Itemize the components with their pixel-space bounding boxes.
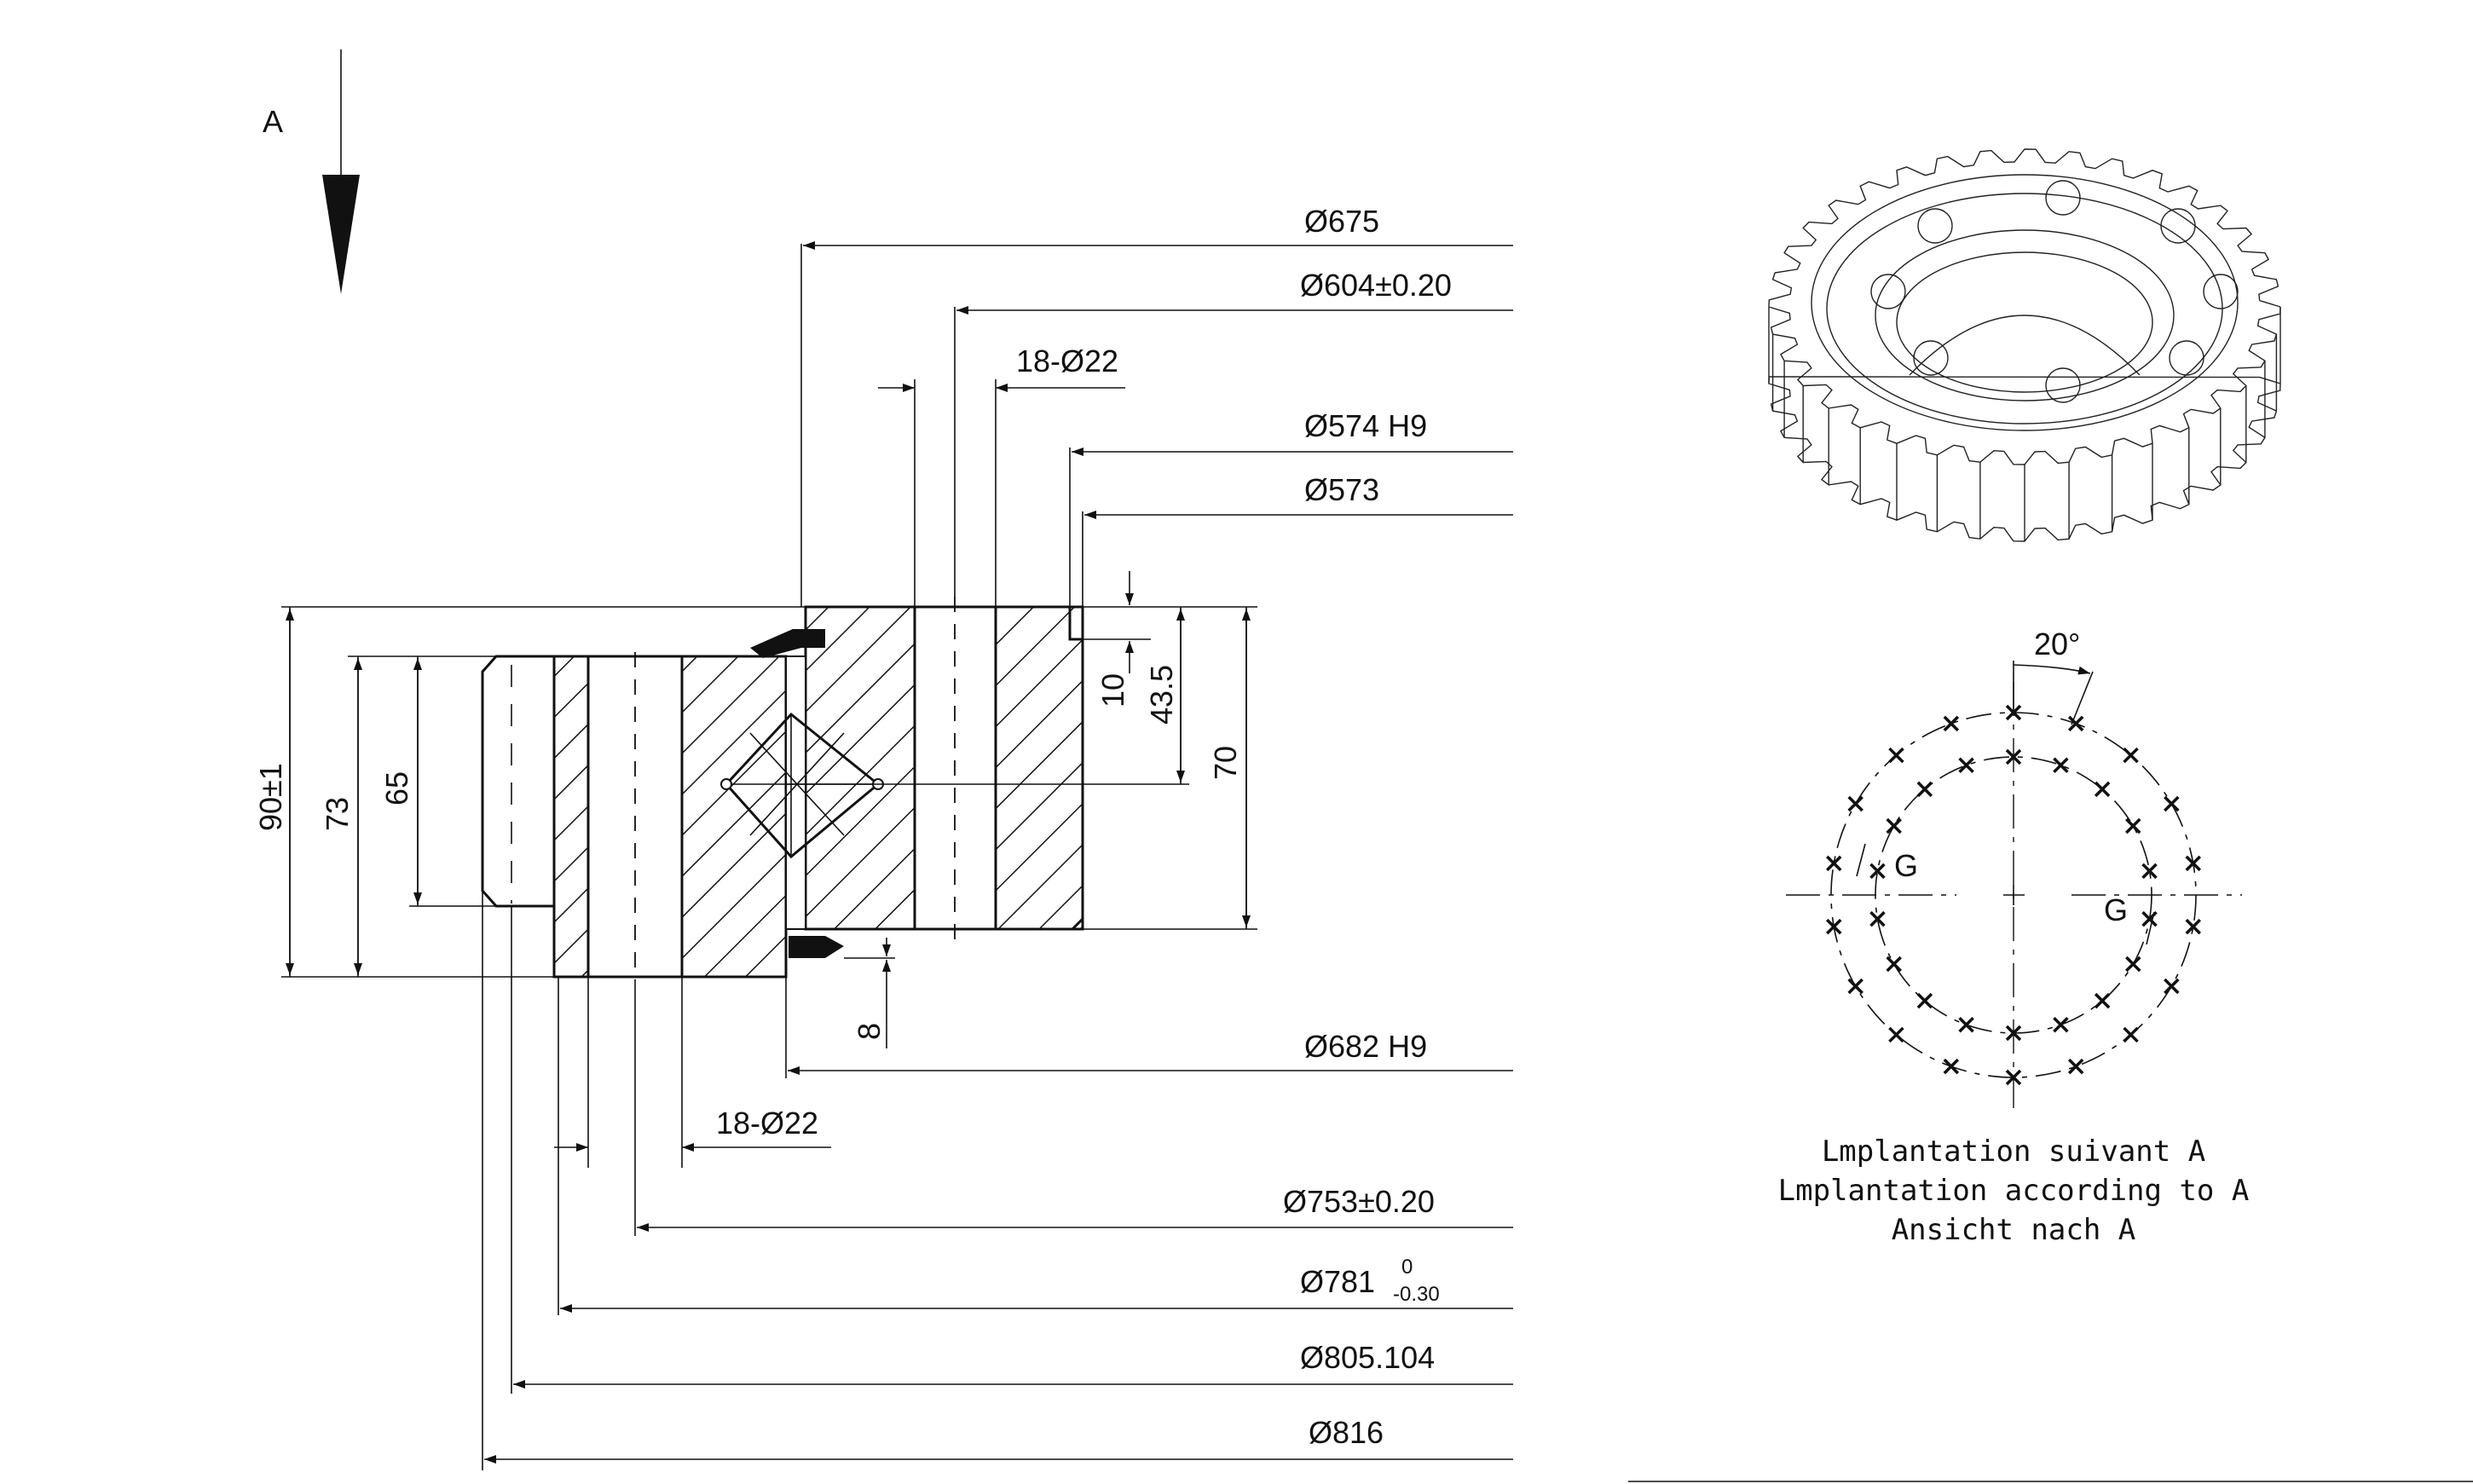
inner-bolt-marks bbox=[1869, 748, 2158, 1042]
top-dimensions: Ø675 Ø604±0.20 18-Ø22 Ø574 H9 Ø573 bbox=[800, 204, 1513, 639]
dim-753: Ø753±0.20 bbox=[1283, 1184, 1435, 1219]
bolt-mark-outer bbox=[2067, 1058, 2084, 1075]
bolt-mark-inner bbox=[1869, 910, 1886, 927]
dim-holes-top: 18-Ø22 bbox=[1016, 344, 1118, 378]
seals bbox=[750, 629, 844, 958]
bolt-mark-inner bbox=[2094, 781, 2111, 798]
caption-en: Lmplantation according to A bbox=[1778, 1174, 2250, 1208]
gear-teeth-bottom bbox=[1768, 376, 2281, 542]
bolt-mark-inner bbox=[1916, 781, 1933, 798]
bolt-mark-outer bbox=[2164, 978, 2180, 995]
bolt-mark-outer bbox=[2185, 918, 2201, 935]
dim-h70: 70 bbox=[1208, 746, 1243, 780]
bolt-mark-inner bbox=[2125, 956, 2141, 973]
bolt-mark-outer bbox=[2123, 747, 2139, 764]
bolt-mark-inner bbox=[1958, 757, 1974, 774]
bolt-mark-inner bbox=[1916, 992, 1933, 1009]
bolt-mark-outer bbox=[1826, 855, 1842, 872]
dim-573: Ø573 bbox=[1304, 472, 1379, 507]
g-right-label: G bbox=[2104, 892, 2128, 927]
dim-682: Ø682 H9 bbox=[1304, 1029, 1427, 1064]
bolt-layout-view: 20° G G bbox=[1786, 627, 2242, 1108]
gear-teeth-top bbox=[1768, 148, 2281, 465]
bolt-mark-outer bbox=[1943, 715, 1960, 732]
dim-781-tol-upper: 0 bbox=[1401, 1256, 1413, 1279]
bolt-mark-outer bbox=[2005, 704, 2022, 721]
caption-de: Ansicht nach A bbox=[1892, 1213, 2136, 1247]
dim-holes-bottom: 18-Ø22 bbox=[716, 1106, 818, 1140]
bolt-mark-outer bbox=[1943, 1058, 1960, 1075]
bolt-mark-inner bbox=[1886, 956, 1902, 973]
bolt-mark-inner bbox=[2053, 757, 2069, 774]
bolt-mark-inner bbox=[2005, 1025, 2022, 1042]
height-dimensions: 90±1 73 65 70 10 43.5 8 bbox=[253, 571, 1257, 1048]
bolt-mark-inner bbox=[1869, 863, 1886, 880]
dim-h73: 73 bbox=[320, 797, 355, 831]
dim-805: Ø805.104 bbox=[1300, 1340, 1435, 1375]
dim-675: Ø675 bbox=[1304, 204, 1379, 239]
dim-816: Ø816 bbox=[1309, 1415, 1384, 1450]
bolt-mark-inner bbox=[1958, 1016, 1974, 1033]
bolt-mark-inner bbox=[2141, 863, 2158, 880]
dim-h65: 65 bbox=[379, 771, 414, 806]
bolt-mark-outer bbox=[2005, 1069, 2022, 1086]
g-left-label: G bbox=[1894, 848, 1918, 883]
bolt-mark-outer bbox=[2164, 795, 2180, 812]
dim-574: Ø574 H9 bbox=[1304, 408, 1427, 443]
gear-3d-view bbox=[1768, 148, 2281, 542]
bolt-mark-outer bbox=[2067, 715, 2084, 732]
bolt-mark-inner bbox=[1886, 817, 1902, 834]
bolt-mark-outer bbox=[1888, 1026, 1904, 1043]
bolt-mark-inner bbox=[2053, 1016, 2069, 1033]
angle-20-label: 20° bbox=[2034, 627, 2080, 661]
caption-fr: Lmplantation suivant A bbox=[1822, 1135, 2205, 1169]
dim-h43: 43.5 bbox=[1144, 665, 1179, 725]
bolt-mark-outer bbox=[1888, 747, 1904, 764]
bolt-mark-inner bbox=[2005, 748, 2022, 765]
dim-781-tol-lower: -0.30 bbox=[1393, 1283, 1440, 1306]
bolt-mark-outer bbox=[2185, 855, 2201, 872]
bolt-mark-outer bbox=[1847, 978, 1863, 995]
dim-h10: 10 bbox=[1095, 673, 1130, 707]
outer-ring-section bbox=[481, 652, 788, 980]
bolt-mark-inner bbox=[2094, 992, 2111, 1009]
view-arrow-a: A bbox=[263, 49, 360, 294]
dim-604: Ø604±0.20 bbox=[1300, 268, 1452, 303]
dim-h8: 8 bbox=[852, 1023, 887, 1040]
bolt-mark-inner bbox=[2125, 817, 2141, 834]
inner-ring-section bbox=[804, 597, 1084, 946]
bottom-dimensions: Ø682 H9 18-Ø22 Ø753±0.20 Ø781 0 -0.30 Ø8… bbox=[482, 891, 1513, 1470]
bolt-mark-outer bbox=[1847, 795, 1863, 812]
bolt-mark-inner bbox=[2141, 910, 2158, 927]
dim-h90: 90±1 bbox=[253, 763, 288, 831]
view-arrow-label: A bbox=[263, 104, 283, 139]
bolt-mark-outer bbox=[1826, 918, 1842, 935]
bolt-mark-outer bbox=[2123, 1026, 2139, 1043]
dim-781: Ø781 bbox=[1300, 1264, 1375, 1299]
outer-bolt-marks bbox=[1826, 704, 2201, 1086]
